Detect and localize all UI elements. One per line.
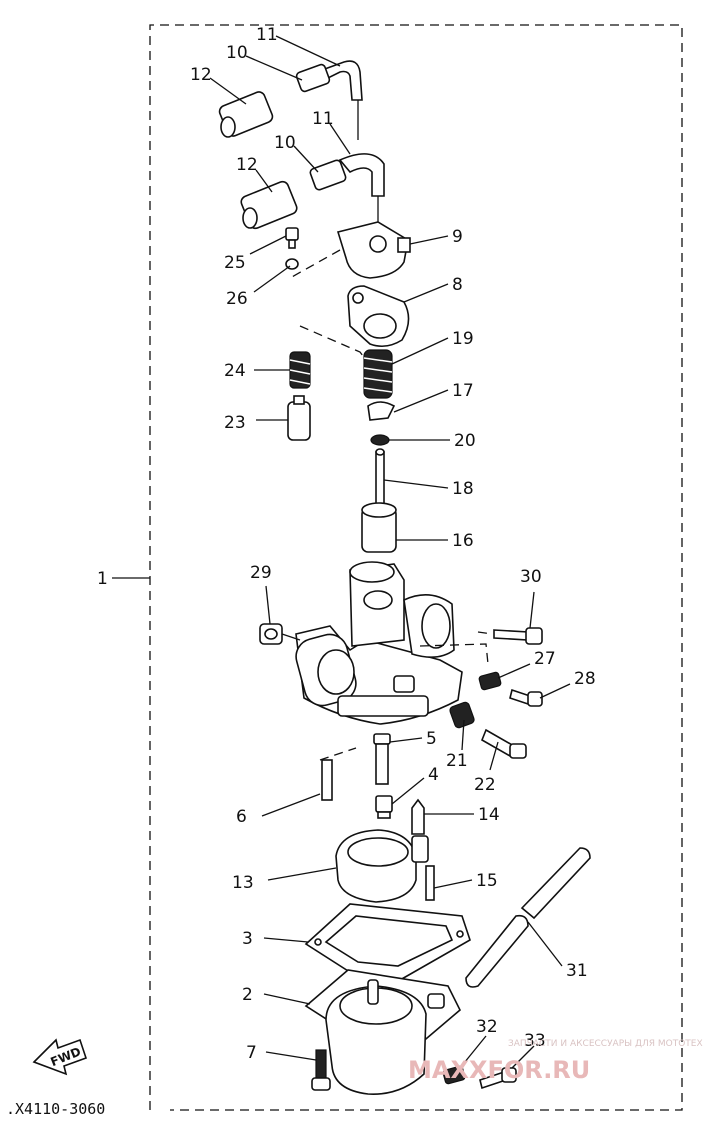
part-screw-22 (480, 728, 527, 759)
label-6: 6 (236, 807, 247, 827)
part-spring-27 (478, 671, 502, 691)
part-screw-30 (493, 627, 543, 645)
label-12-lower: 12 (236, 155, 258, 175)
dash-30 (419, 631, 493, 665)
part-float-13 (335, 829, 429, 903)
label-7: 7 (246, 1043, 257, 1063)
part-float-valve-14 (411, 798, 425, 835)
label-32: 32 (476, 1017, 498, 1037)
part-pilot-jet-6 (321, 759, 333, 801)
label-23: 23 (224, 413, 246, 433)
part-labels: 1 2 3 4 5 6 7 8 9 10 10 11 11 12 12 13 1… (97, 25, 596, 1063)
label-8: 8 (452, 275, 463, 295)
watermark-logo: MAXXFOR.RU (408, 1056, 590, 1084)
dash-spring (299, 325, 367, 361)
label-27: 27 (534, 649, 556, 669)
label-31: 31 (566, 961, 588, 981)
part-spring-19 (363, 349, 393, 399)
label-3: 3 (242, 929, 253, 949)
part-spring-32 (442, 1065, 466, 1085)
part-pin-15 (425, 865, 435, 901)
label-29: 29 (250, 563, 272, 583)
part-spring-24 (289, 351, 311, 389)
assembly-boundary (149, 24, 683, 1111)
part-float-bowl-2 (304, 969, 461, 1095)
label-22: 22 (474, 775, 496, 795)
part-screw-28 (509, 688, 543, 707)
watermark-caption: ЗАПЧАСТИ И АКСЕССУАРЫ ДЛЯ МОТОТЕХНИКИ (508, 1039, 703, 1049)
label-19: 19 (452, 329, 474, 349)
label-30: 30 (520, 567, 542, 587)
part-hose-lower (240, 153, 385, 230)
part-needle-18 (375, 448, 385, 509)
part-drain-tube-31 (465, 847, 591, 988)
part-cap-29 (259, 623, 283, 645)
dash-cap (289, 249, 341, 279)
dash-5 (319, 747, 357, 761)
leader-lines (209, 35, 571, 1069)
label-12-upper: 12 (190, 65, 212, 85)
part-spring-21 (449, 701, 475, 729)
part-gasket-3 (304, 903, 471, 981)
part-screw-25 (285, 227, 299, 249)
label-11-upper: 11 (256, 25, 278, 45)
label-5: 5 (426, 729, 437, 749)
label-33: 33 (524, 1031, 546, 1051)
part-hose-upper (218, 60, 363, 138)
label-18: 18 (452, 479, 474, 499)
label-25: 25 (224, 253, 246, 273)
label-9: 9 (452, 227, 463, 247)
label-10-lower: 10 (274, 133, 296, 153)
part-clip-20 (370, 434, 390, 446)
label-13: 13 (232, 873, 254, 893)
part-cap-9 (336, 221, 411, 279)
label-11-lower: 11 (312, 109, 334, 129)
diagram-code: .X4110-3060 (6, 1100, 105, 1118)
fwd-arrow-icon: FWD (32, 1038, 88, 1076)
leader-29b (281, 633, 301, 641)
part-plunger-23 (287, 395, 311, 441)
label-16: 16 (452, 531, 474, 551)
part-throttle-valve-16 (361, 502, 397, 553)
label-17: 17 (452, 381, 474, 401)
label-28: 28 (574, 669, 596, 689)
label-26: 26 (226, 289, 248, 309)
part-carburetor-body (295, 561, 463, 725)
label-21: 21 (446, 751, 468, 771)
part-main-jet-holder-5 (373, 733, 391, 785)
label-1: 1 (97, 569, 108, 589)
part-main-jet-4 (375, 795, 393, 819)
part-screw-33 (479, 1067, 517, 1090)
label-15: 15 (476, 871, 498, 891)
label-24: 24 (224, 361, 246, 381)
label-4: 4 (428, 765, 439, 785)
label-2: 2 (242, 985, 253, 1005)
part-screw-7 (311, 1049, 331, 1091)
label-20: 20 (454, 431, 476, 451)
label-14: 14 (478, 805, 500, 825)
label-10-upper: 10 (226, 43, 248, 63)
part-retainer-17 (367, 401, 396, 421)
part-gasket-8 (347, 285, 410, 348)
